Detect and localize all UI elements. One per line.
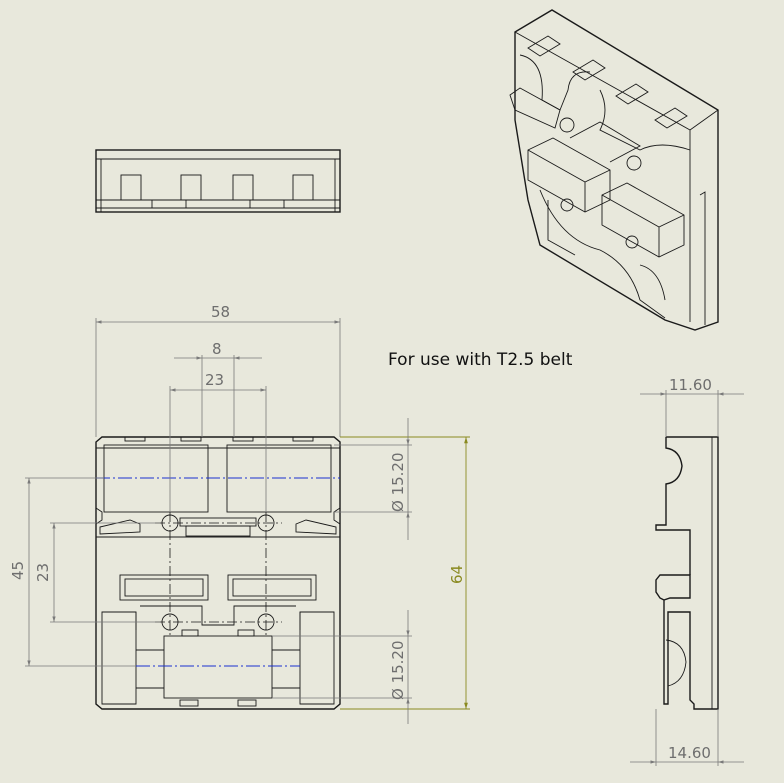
- top-view: [95, 149, 341, 213]
- dim-height-right: 64: [448, 565, 466, 584]
- dim-height-left-inner: 23: [34, 563, 52, 582]
- dim-diameter-top: Ø 15.20: [389, 452, 407, 512]
- side-view: [655, 436, 719, 710]
- belt-note: For use with T2.5 belt: [388, 350, 573, 370]
- dim-width-overall: 58: [211, 303, 230, 321]
- dim-side-top: 11.60: [669, 376, 712, 394]
- front-view: [95, 436, 341, 710]
- dim-spacing-small: 8: [212, 340, 222, 358]
- dim-diameter-bottom: Ø 15.20: [389, 640, 407, 700]
- dim-height-left-outer: 45: [9, 561, 27, 580]
- dim-spacing-holes: 23: [205, 371, 224, 389]
- dimensions: 58 8 23 45 23 64 Ø 15.20: [9, 303, 744, 766]
- isometric-view: [509, 9, 719, 331]
- dim-side-bottom: 14.60: [668, 744, 711, 762]
